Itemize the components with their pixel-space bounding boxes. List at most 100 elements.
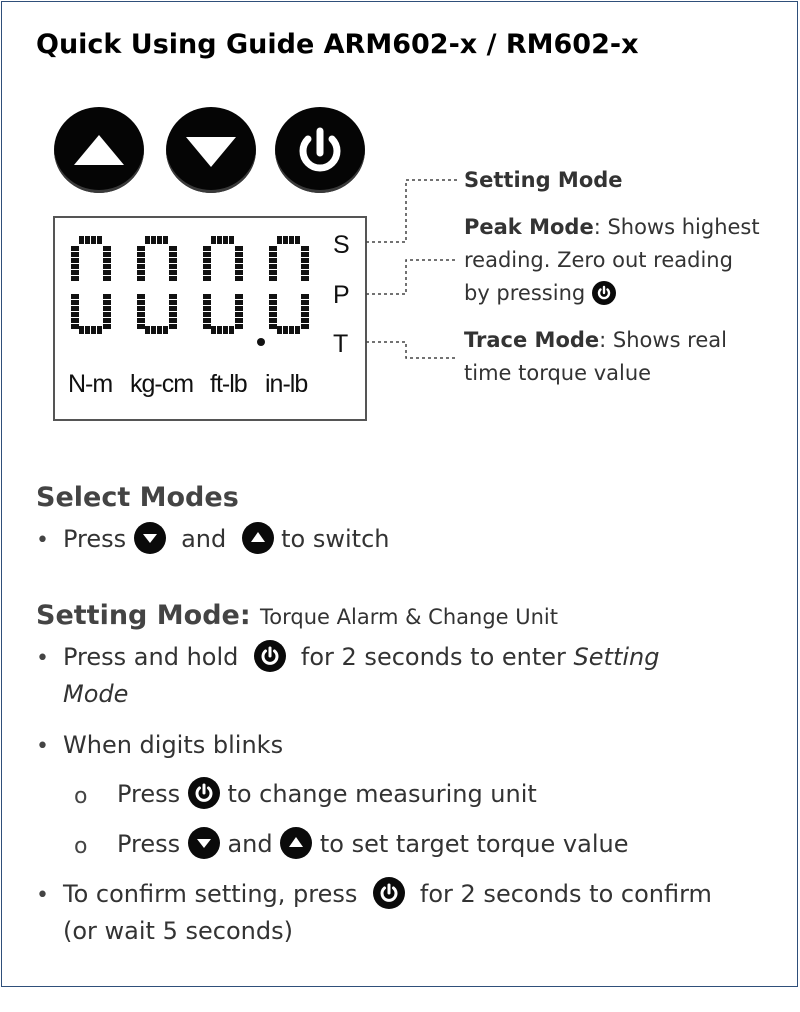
lcd-segment	[79, 236, 84, 244]
lcd-segment	[97, 326, 102, 334]
lcd-segment	[269, 264, 277, 269]
lcd-segment	[85, 236, 90, 244]
setting-mode-heading: Setting Mode: Torque Alarm & Change Unit	[36, 600, 558, 631]
lcd-segment	[103, 306, 111, 311]
lcd-segment	[269, 270, 277, 275]
lcd-segment	[71, 294, 79, 299]
lcd-segment	[71, 246, 79, 251]
power-icon	[299, 127, 341, 172]
lcd-segment	[103, 300, 111, 305]
lcd-segment	[71, 252, 79, 257]
power-icon	[187, 777, 220, 809]
up-button[interactable]	[54, 107, 144, 193]
power-button[interactable]	[275, 107, 365, 193]
unit-inlb: in-lb	[265, 370, 308, 398]
mode-letter-s: S	[333, 231, 350, 259]
lcd-segment	[169, 264, 177, 269]
lcd-segment	[269, 246, 277, 251]
lcd-segment	[151, 236, 156, 244]
lcd-segment	[71, 276, 79, 281]
lcd-segment	[269, 252, 277, 257]
lcd-segment	[103, 294, 111, 299]
lcd-segment	[71, 300, 79, 305]
lcd-segment	[137, 312, 145, 317]
lcd-segment	[269, 318, 277, 323]
down-triangle-icon	[186, 137, 236, 167]
lcd-segment	[301, 246, 309, 251]
setting-subitem-1: Press to change measuring unit	[117, 776, 537, 813]
lcd-segment	[169, 246, 177, 251]
lcd-segment	[235, 306, 243, 311]
lcd-segment	[235, 300, 243, 305]
lcd-segment	[301, 312, 309, 317]
bullet: •	[36, 528, 49, 553]
lcd-segment	[235, 252, 243, 257]
lcd-segment	[235, 270, 243, 275]
lcd-segment	[103, 312, 111, 317]
lcd-segment	[301, 324, 309, 329]
lcd-segment	[235, 324, 243, 329]
lcd-segment	[203, 300, 211, 305]
lcd-segment	[97, 236, 102, 244]
page-frame	[1, 1, 798, 987]
lcd-segment	[79, 326, 84, 334]
up-triangle-icon	[74, 135, 124, 165]
down-button[interactable]	[166, 107, 256, 193]
lcd-segment	[137, 276, 145, 281]
up-triangle-icon	[280, 827, 313, 859]
lcd-segment	[169, 306, 177, 311]
select-modes-heading: Select Modes	[36, 482, 239, 513]
setting-subitem-2: Press and to set target torque value	[117, 826, 628, 863]
lcd-segment	[203, 318, 211, 323]
lcd-segment	[235, 258, 243, 263]
lcd-segment	[151, 326, 156, 334]
lcd-segment	[103, 276, 111, 281]
mode-letter-t: T	[333, 330, 349, 358]
lcd-segment	[103, 264, 111, 269]
lcd-segment	[235, 312, 243, 317]
lcd-segment	[223, 236, 228, 244]
lcd-segment	[269, 300, 277, 305]
down-triangle-icon	[133, 522, 166, 554]
lcd-segment	[157, 326, 162, 334]
power-icon	[253, 640, 286, 672]
lcd-segment	[229, 236, 234, 244]
lcd-digits	[71, 236, 309, 346]
lcd-segment	[203, 294, 211, 299]
trace-mode-note: Trace Mode: Shows real time torque value	[464, 328, 727, 385]
lcd-segment	[71, 264, 79, 269]
lcd-segment	[289, 236, 294, 244]
lcd-segment	[211, 236, 216, 244]
lcd-segment	[203, 258, 211, 263]
lcd-segment	[137, 252, 145, 257]
lcd-segment	[163, 326, 168, 334]
lcd-segment	[71, 306, 79, 311]
mode-letter-p: P	[333, 281, 350, 309]
lcd-segment	[169, 252, 177, 257]
lcd-segment	[269, 306, 277, 311]
unit-ftlb: ft-lb	[210, 370, 248, 398]
lcd-segment	[301, 270, 309, 275]
lcd-segment	[277, 236, 282, 244]
lcd-segment	[301, 276, 309, 281]
lcd-segment	[137, 246, 145, 251]
lcd-segment	[277, 326, 282, 334]
lcd-segment	[169, 294, 177, 299]
lcd-segment	[203, 252, 211, 257]
lcd-segment	[295, 326, 300, 334]
lcd-segment	[169, 318, 177, 323]
up-triangle-icon	[241, 522, 274, 554]
lcd-segment	[169, 258, 177, 263]
lcd-segment	[145, 236, 150, 244]
lcd-segment	[85, 326, 90, 334]
lcd-segment	[137, 294, 145, 299]
setting-item-2: When digits blinks	[63, 731, 284, 759]
lcd-segment	[301, 264, 309, 269]
lcd-segment	[203, 246, 211, 251]
circle-bullet: o	[74, 784, 88, 809]
select-modes-item: Press and to switch	[63, 521, 389, 558]
lcd-segment	[295, 236, 300, 244]
lcd-segment	[157, 236, 162, 244]
lcd-segment	[301, 258, 309, 263]
lcd-segment	[169, 270, 177, 275]
